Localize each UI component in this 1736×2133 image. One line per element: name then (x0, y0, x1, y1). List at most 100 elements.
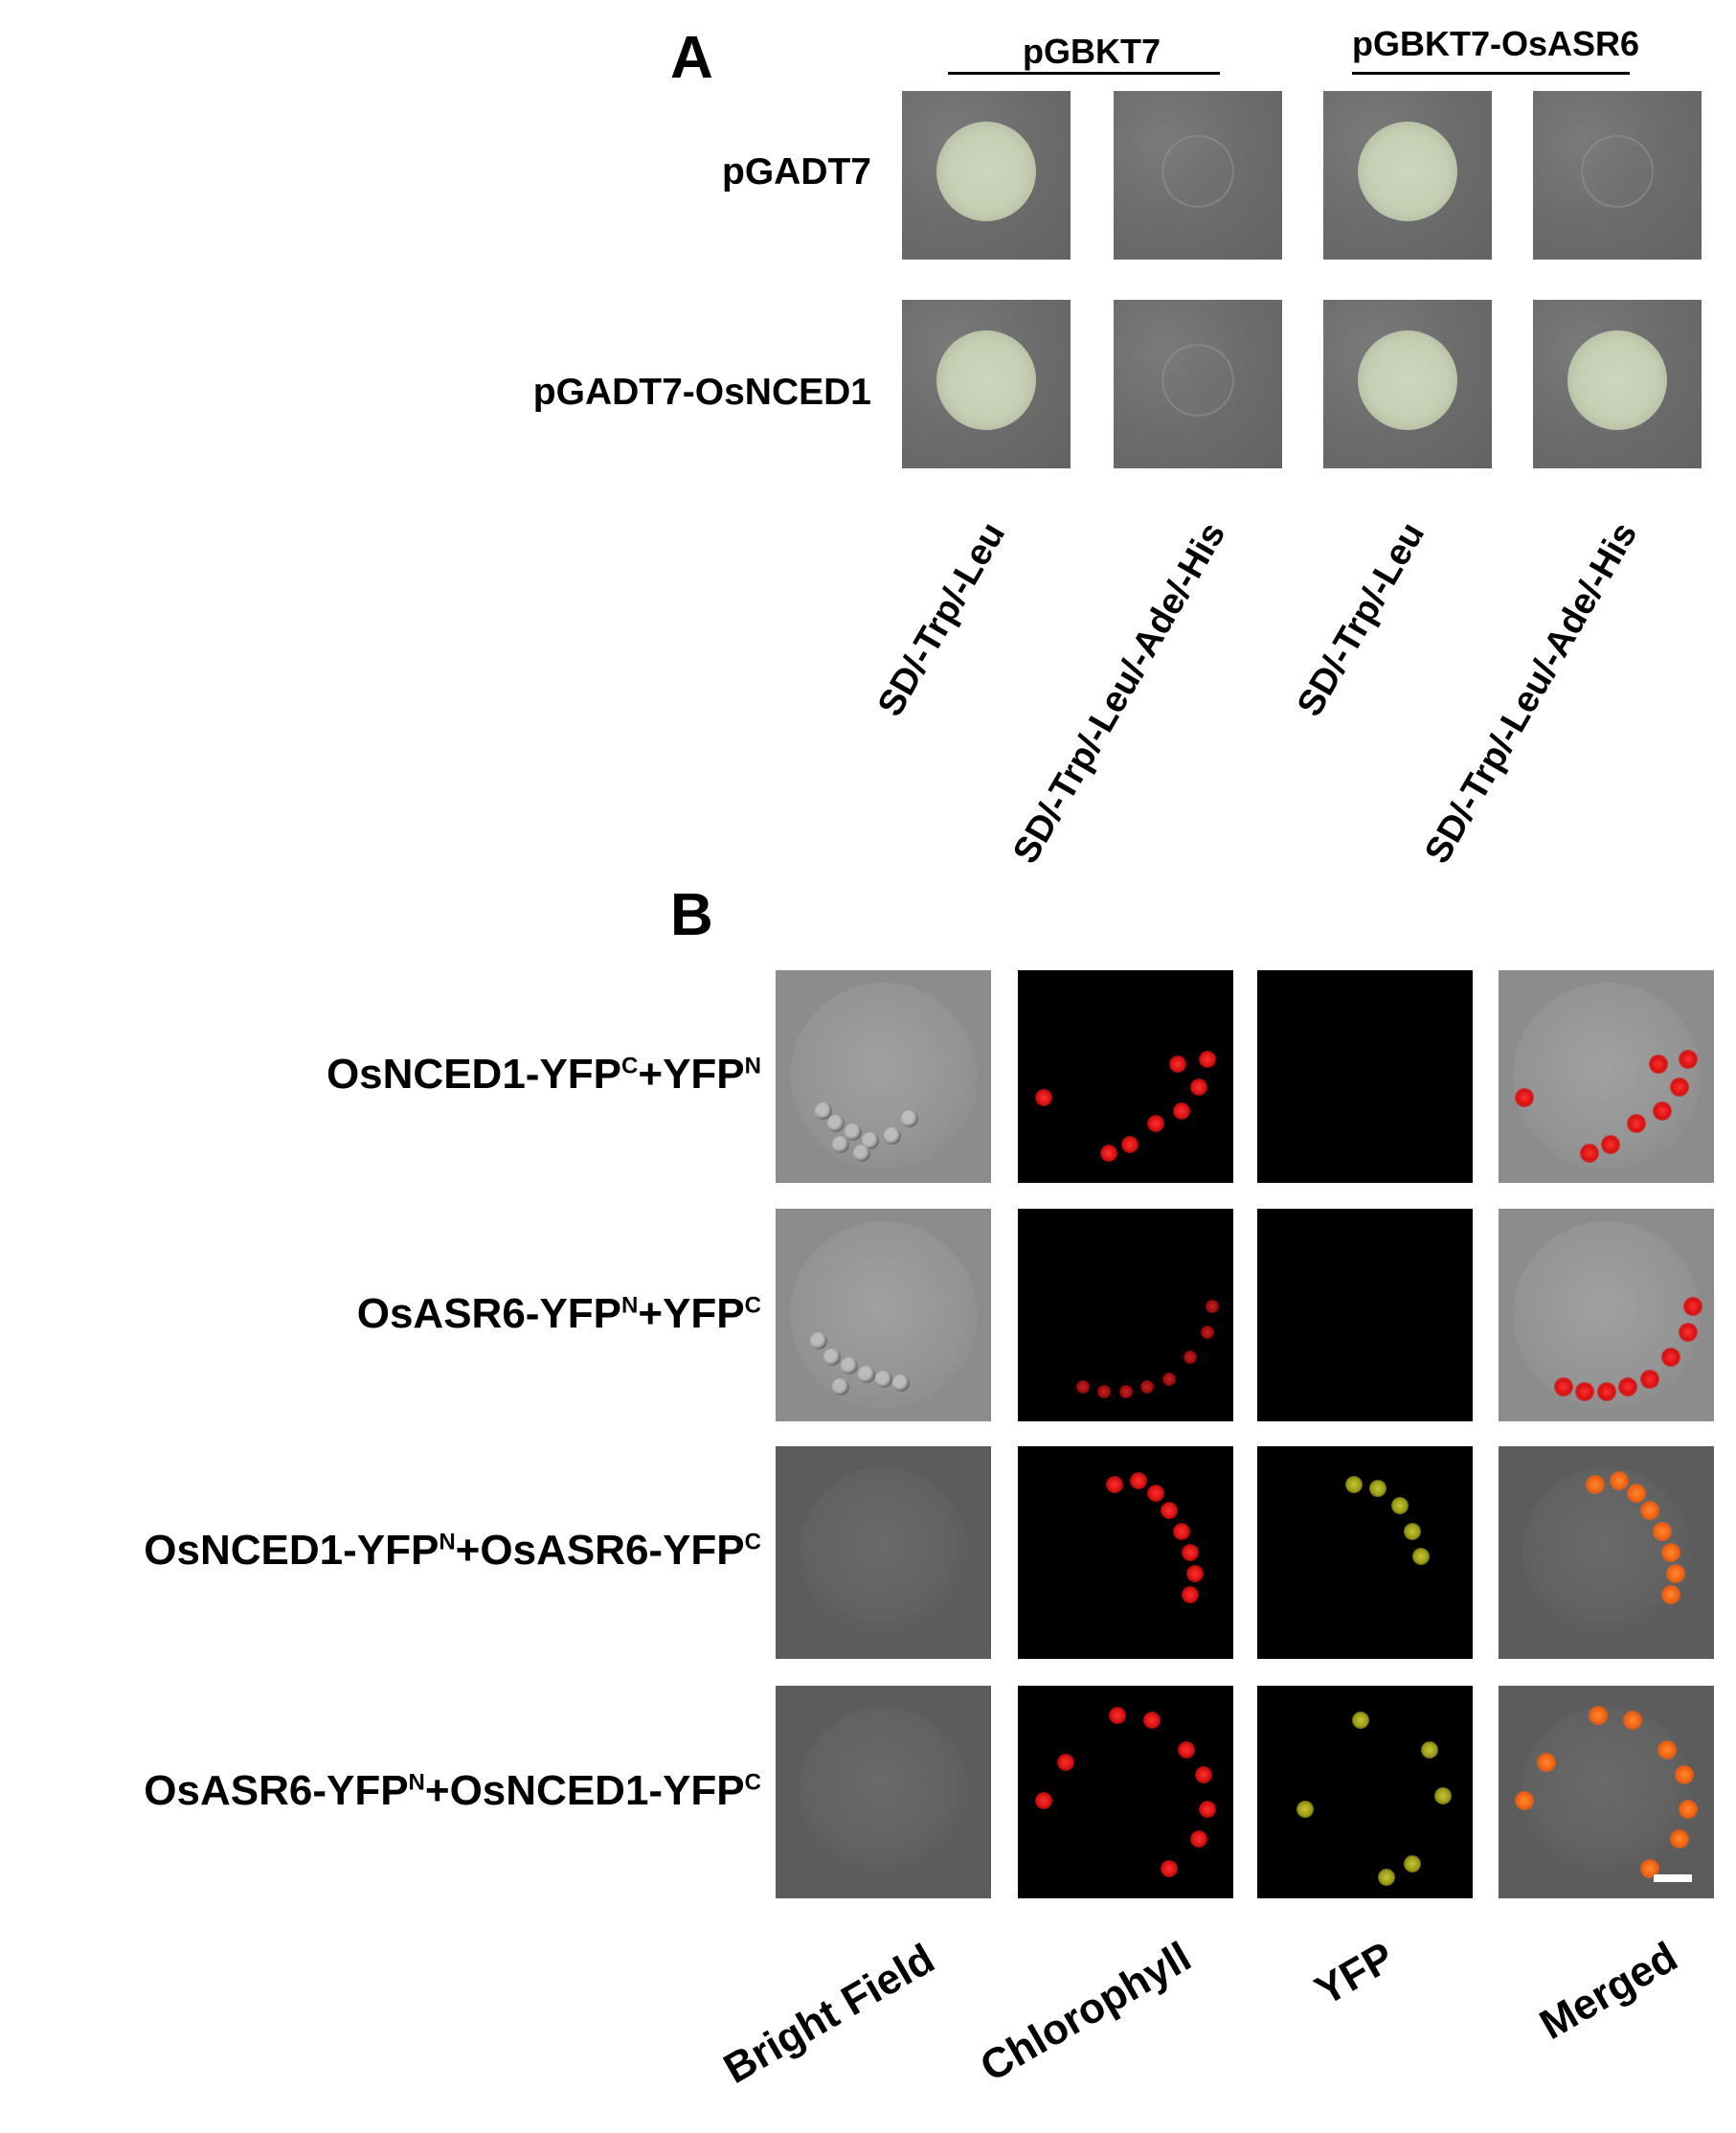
construct-sup-b: N (744, 1053, 761, 1079)
merged-dot-r4-3 (1657, 1739, 1677, 1759)
chloroplast-grain-r1-6 (900, 1110, 918, 1128)
merged-dot-r3-7 (1665, 1564, 1685, 1584)
yfp-dot-r3-4 (1404, 1522, 1421, 1540)
colony-r2-c1 (936, 330, 1036, 430)
merged-r4 (1499, 1686, 1714, 1898)
yfp-dot-r4-4 (1433, 1787, 1452, 1805)
merged-dot-r4-5 (1679, 1799, 1698, 1819)
merged-dot-r1-4 (1653, 1101, 1672, 1121)
colony-r2-c2 (1161, 344, 1234, 417)
protoplast-merged-r4 (1521, 1706, 1692, 1877)
construct-part-b: +OsASR6-YFP (455, 1527, 745, 1574)
protoplast-r4 (798, 1706, 969, 1877)
panel-a-label: A (670, 25, 713, 91)
panel-b-label: B (670, 882, 713, 948)
merged-dot-r2-2 (1596, 1381, 1616, 1401)
merged-dot-r2-1 (1575, 1381, 1594, 1401)
merged-dot-r1-6 (1648, 1054, 1668, 1074)
chlorophyll-dot-r1-1 (1035, 1089, 1052, 1107)
merged-dot-r2-7 (1682, 1297, 1702, 1317)
merged-dot-r3-1 (1586, 1474, 1606, 1494)
merged-r1 (1499, 970, 1714, 1183)
bright-field-r2 (776, 1209, 991, 1421)
bright-field-r4 (776, 1686, 991, 1898)
merged-dot-r2-5 (1661, 1348, 1680, 1368)
chloroplast-grain-r2-5 (874, 1370, 892, 1388)
header-pgbkt7-line (948, 72, 1220, 75)
scale-bar (1654, 1874, 1692, 1882)
construct-label-3: OsNCED1-YFPN+OsASR6-YFPC (0, 1530, 761, 1572)
chlorophyll-dot-r1-6 (1168, 1055, 1186, 1073)
medium-label-1: SD/-Trp/-Leu (869, 515, 1014, 724)
chlorophyll-dot-r3-4 (1160, 1501, 1178, 1519)
chloroplast-grain-r2-2 (840, 1357, 858, 1375)
chlorophyll-dot-r2-7 (1205, 1300, 1219, 1314)
chlorophyll-dot-r4-2 (1142, 1711, 1161, 1729)
chloroplast-grain-r1-3 (862, 1131, 879, 1149)
medium-label-3: SD/-Trp/-Leu (1289, 515, 1433, 724)
merged-dot-r1-7 (1679, 1050, 1698, 1070)
merged-dot-r3-8 (1661, 1585, 1680, 1605)
chloroplast-grain-r1-2 (845, 1123, 862, 1141)
chlorophyll-r1 (1018, 970, 1233, 1183)
construct-sup-a: N (621, 1292, 639, 1319)
chlorophyll-dot-r4-3 (1177, 1740, 1195, 1759)
construct-part-a: OsASR6-YFP (356, 1290, 622, 1337)
chloroplast-grain-r2-1 (823, 1349, 841, 1367)
merged-dot-r3-3 (1627, 1483, 1646, 1503)
chlorophyll-dot-r4-7 (1160, 1859, 1178, 1877)
yfp-r4 (1257, 1686, 1473, 1898)
merged-dot-r2-3 (1618, 1377, 1637, 1397)
merged-dot-r1-8 (1579, 1143, 1599, 1163)
colony-r2-c4 (1567, 330, 1667, 430)
chlorophyll-dot-r2-5 (1184, 1350, 1197, 1365)
plate-r2-c3 (1323, 300, 1492, 468)
chlorophyll-dot-r2-8 (1075, 1380, 1090, 1395)
chlorophyll-dot-r3-8 (1182, 1586, 1199, 1604)
construct-part-b: +YFP (638, 1051, 745, 1098)
construct-sup-b: C (744, 1529, 761, 1555)
protoplast-merged-r2 (1512, 1220, 1701, 1409)
merged-dot-r4-2 (1622, 1710, 1642, 1730)
chlorophyll-dot-r4-4 (1194, 1766, 1212, 1784)
plate-r2-c2 (1114, 300, 1282, 468)
merged-r2 (1499, 1209, 1714, 1421)
chlorophyll-r4 (1018, 1686, 1233, 1898)
plate-r2-c4 (1533, 300, 1702, 468)
yfp-r2 (1257, 1209, 1473, 1421)
colony-r1-c1 (936, 122, 1036, 221)
construct-sup-a: N (439, 1529, 456, 1555)
protoplast-r3 (798, 1466, 969, 1638)
construct-sup-b: C (744, 1769, 761, 1796)
yfp-dot-r4-2 (1352, 1711, 1369, 1729)
yfp-dot-r4-3 (1421, 1740, 1438, 1759)
row-label-pgadt7-osnced1: pGADT7-OsNCED1 (532, 372, 871, 413)
chlorophyll-dot-r3-3 (1147, 1484, 1164, 1502)
merged-dot-r2-8 (1553, 1377, 1573, 1397)
chloroplast-grain-r1-1 (827, 1114, 845, 1132)
construct-label-1: OsNCED1-YFPC+YFPN (0, 1054, 761, 1096)
chlorophyll-dot-r4-6 (1190, 1829, 1207, 1848)
channel-label-4: Merged (1531, 1933, 1685, 2050)
construct-label-2: OsASR6-YFPN+YFPC (0, 1293, 761, 1335)
plate-r1-c1 (902, 91, 1071, 260)
yfp-dot-r4-5 (1404, 1855, 1421, 1873)
chlorophyll-dot-r1-2 (1121, 1136, 1139, 1154)
merged-dot-r4-9 (1536, 1752, 1556, 1772)
merged-r3 (1499, 1446, 1714, 1659)
merged-dot-r3-5 (1653, 1521, 1672, 1541)
colony-r1-c4 (1581, 135, 1654, 208)
yfp-dot-r4-1 (1296, 1800, 1314, 1818)
chlorophyll-dot-r2-6 (1201, 1325, 1214, 1339)
merged-dot-r2-4 (1639, 1369, 1659, 1389)
merged-dot-r1-1 (1515, 1088, 1534, 1108)
chlorophyll-dot-r2-2 (1118, 1384, 1133, 1398)
chlorophyll-dot-r4-1 (1108, 1707, 1126, 1725)
merged-dot-r3-2 (1610, 1470, 1629, 1490)
construct-part-b: +YFP (638, 1290, 745, 1337)
merged-dot-r3-6 (1661, 1543, 1680, 1562)
chloroplast-grain-r2-6 (891, 1374, 910, 1393)
channel-label-1: Bright Field (715, 1935, 942, 2094)
chlorophyll-dot-r2-3 (1140, 1380, 1154, 1395)
chlorophyll-dot-r3-7 (1185, 1565, 1204, 1583)
